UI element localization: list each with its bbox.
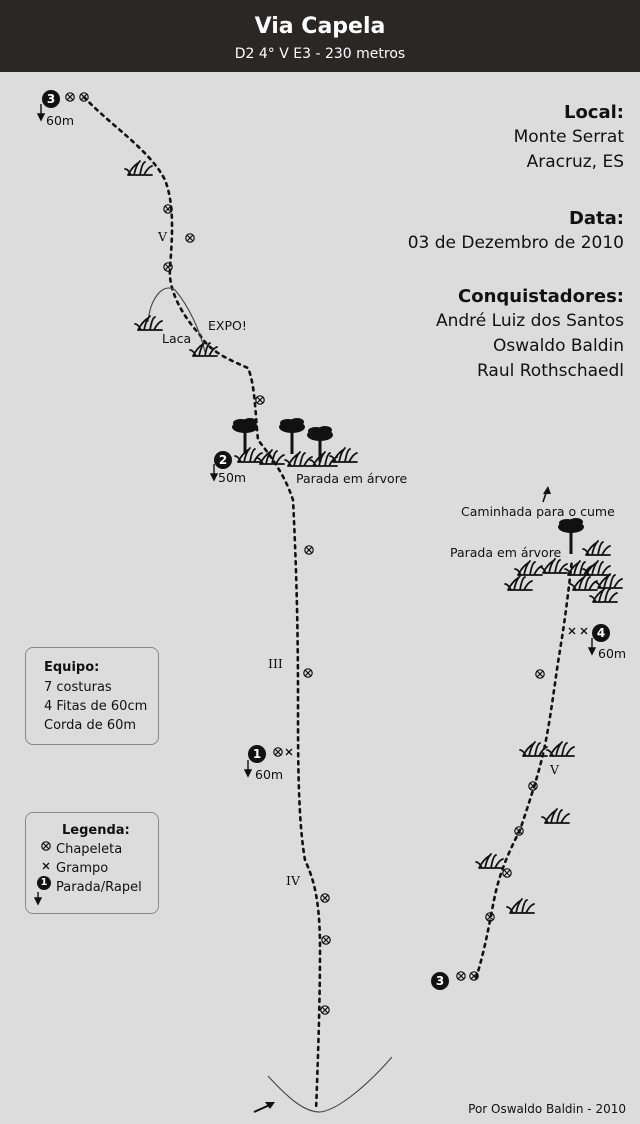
local-block: Local: Monte Serrat Aracruz, ES [514, 100, 624, 175]
bush-icon [594, 573, 623, 589]
caminhada-label: Caminhada para o cume [461, 504, 615, 519]
legend-chapeleta-icon [41, 841, 51, 851]
chapeleta-icon [321, 935, 331, 945]
station-length-2: 50m [218, 470, 247, 485]
conquistadores-block: Conquistadores: André Luiz dos Santos Os… [436, 284, 624, 384]
grade-label: V [550, 762, 560, 777]
bush-icon [546, 741, 575, 757]
bush-icon [124, 160, 153, 176]
legenda-title: Legenda: [62, 823, 130, 838]
credit-text: Por Oswaldo Baldin - 2010 [468, 1102, 626, 1116]
chapeleta-icon [65, 92, 75, 102]
equipo-item: Corda de 60m [44, 718, 137, 733]
station-length-3: 60m [46, 113, 75, 128]
chapeleta-icon [535, 669, 545, 679]
station-badge-3: 3 [42, 90, 60, 108]
expo-label: EXPO! [208, 318, 247, 333]
date-heading: Data: [568, 208, 624, 229]
chapeleta-icon [255, 395, 265, 405]
station-badge-3b: 3 [431, 972, 449, 990]
equipo-item: 7 costuras [44, 680, 112, 695]
chapeleta-icon [528, 781, 538, 791]
bush-icon [504, 575, 533, 591]
bush-icon [569, 575, 598, 591]
grampo-icon [568, 627, 576, 635]
legenda-item: Chapeleta [56, 842, 123, 857]
equipo-item: 4 Fitas de 60cm [44, 699, 148, 714]
bush-icon [475, 853, 504, 869]
grade-label: III [268, 656, 283, 671]
conquistador-name: André Luiz dos Santos [435, 311, 624, 331]
header-bar: Via Capela D2 4° V E3 - 230 metros [0, 0, 640, 72]
station-badge-1: 1 [248, 745, 266, 763]
route-line-main [82, 95, 322, 1112]
bush-icon [309, 451, 338, 467]
chapeleta-icon [320, 1005, 330, 1015]
legenda-item: Grampo [56, 861, 109, 876]
route-title: Via Capela [254, 14, 386, 39]
bush-icon [582, 560, 611, 576]
grampo-icon [285, 748, 293, 756]
bush-icon [189, 341, 218, 357]
local-line: Aracruz, ES [526, 152, 624, 172]
conquistador-name: Raul Rothschaedl [476, 361, 624, 381]
station-length-4: 60m [598, 646, 627, 661]
bush-icon [541, 808, 570, 824]
tree-icon [558, 518, 584, 554]
base-slope [267, 1056, 393, 1113]
parada-arvore-label: Parada em árvore [296, 471, 408, 486]
bush-icon [539, 558, 568, 574]
route-subtitle: D2 4° V E3 - 230 metros [234, 46, 406, 62]
date-value: 03 de Dezembro de 2010 [407, 233, 624, 253]
grade-label: V [158, 229, 168, 244]
station-badge-2: 2 [214, 451, 232, 469]
legenda-box: Legenda: Chapeleta Grampo Parada/Rapel [25, 812, 159, 914]
legenda-item: Parada/Rapel [56, 880, 142, 895]
bush-icon [506, 898, 535, 914]
start-arrow [253, 1102, 275, 1113]
chapeleta-icon [79, 92, 89, 102]
local-heading: Local: [563, 102, 624, 123]
legend-grampo-icon [42, 862, 50, 870]
station-badge-4: 4 [592, 624, 610, 642]
laca-flake [147, 287, 206, 353]
bush-icon [582, 540, 611, 556]
grampo-icon [580, 627, 588, 635]
equipo-box: Equipo: 7 costuras 4 Fitas de 60cm Corda… [25, 647, 159, 745]
chapeleta-icon [303, 668, 313, 678]
route-line-second [474, 558, 574, 980]
chapeleta-icon [320, 893, 330, 903]
chapeleta-icon [185, 233, 195, 243]
conquistadores-heading: Conquistadores: [458, 286, 624, 307]
tree-icon [279, 418, 305, 454]
chapeleta-icon [304, 545, 314, 555]
bush-icon [134, 315, 163, 331]
equipo-title: Equipo: [44, 660, 100, 675]
bush-icon [329, 447, 358, 463]
date-block: Data: 03 de Dezembro de 2010 [408, 206, 624, 256]
grade-label: IV [286, 873, 300, 888]
bush-icon [234, 447, 263, 463]
station-length-1: 60m [255, 767, 284, 782]
chapeleta-icon [502, 868, 512, 878]
conquistador-name: Oswaldo Baldin [493, 336, 624, 356]
laca-label: Laca [162, 331, 192, 346]
bush-icon [514, 560, 543, 576]
cume-arrow [542, 486, 551, 503]
legend-parada-icon: 1 [37, 876, 51, 890]
chapeleta-icon [273, 747, 283, 757]
local-line: Monte Serrat [513, 127, 624, 147]
chapeleta-icon [456, 971, 466, 981]
parada-arvore-label: Parada em árvore [450, 545, 562, 560]
bush-icon [284, 451, 313, 467]
chapeleta-icon [163, 262, 173, 272]
rapel-arrows [33, 104, 597, 906]
